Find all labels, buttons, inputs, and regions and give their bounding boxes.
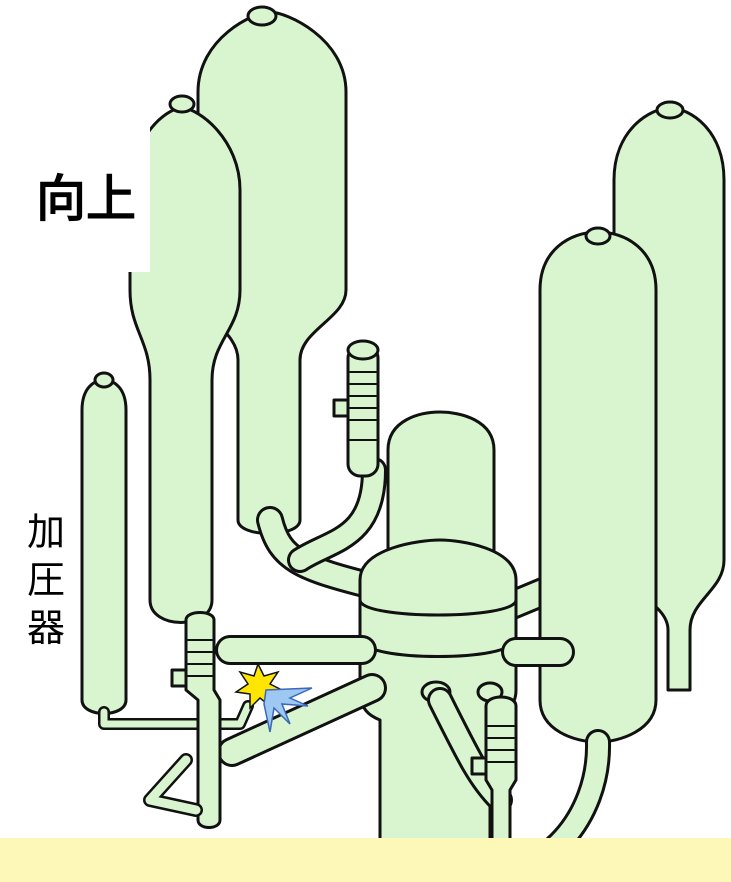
steam-generator-rear-left: [196, 5, 348, 535]
heading-text: 向上: [36, 170, 136, 228]
steam-generator-front-right: [538, 226, 658, 744]
bottom-highlight-band: [0, 838, 731, 882]
pressurizer-label-char: 加: [26, 510, 65, 554]
coolant-pump-rear: [332, 339, 380, 478]
pressurizer-label-char: 圧: [26, 558, 65, 602]
rupture-burst-icon: [233, 662, 285, 711]
steam-generator-front-left: [128, 94, 242, 624]
coolant-pump-front-left: [143, 611, 222, 829]
pressurizer: [80, 371, 254, 730]
pressurizer-label-char: 器: [26, 606, 65, 650]
heading-box: 向上: [0, 112, 150, 272]
leak-spray-icon: [263, 687, 313, 733]
pressurizer-label: 加 圧 器: [20, 508, 72, 652]
